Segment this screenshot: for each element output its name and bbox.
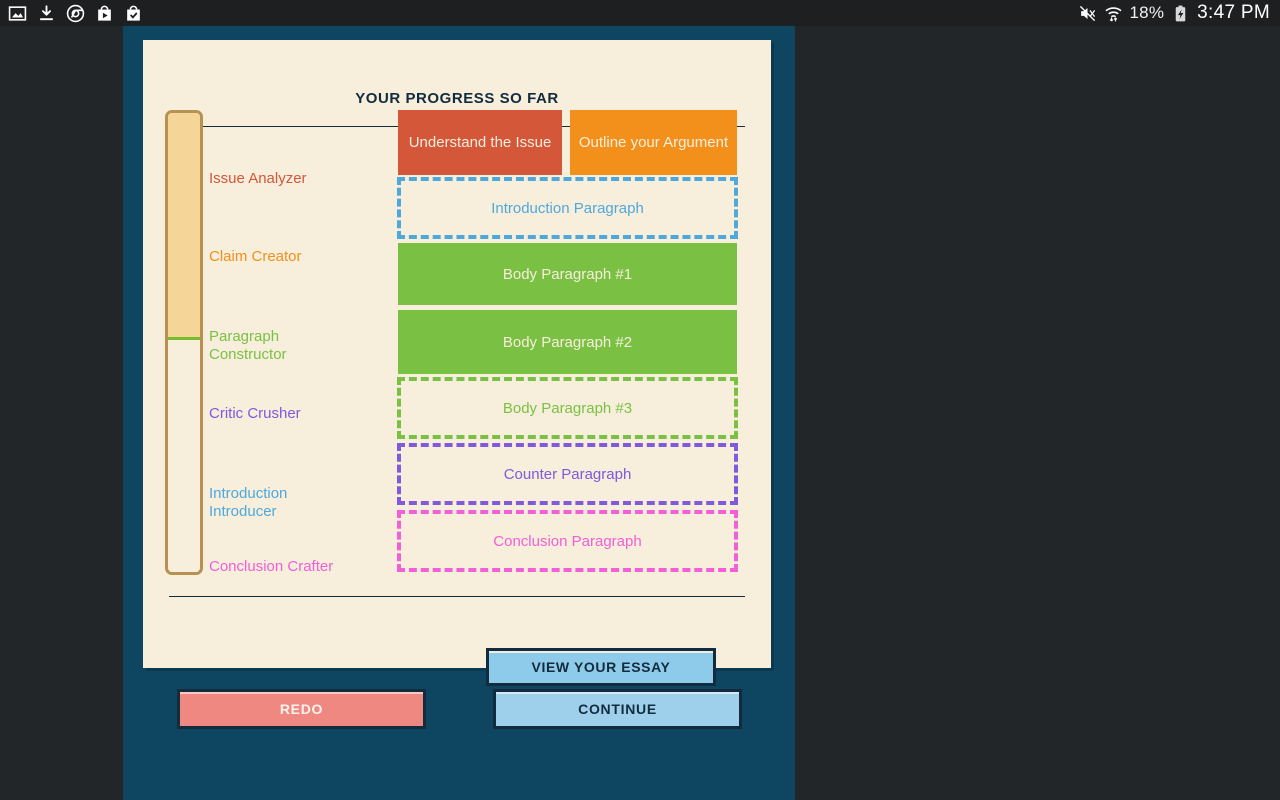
essay-block-1[interactable]: Outline your Argument [570,110,737,175]
stage-label-3: Critic Crusher [209,405,301,422]
status-bar-notification-icons [0,4,143,23]
right-backdrop [795,26,1280,800]
essay-block-2[interactable]: Introduction Paragraph [397,177,738,239]
essay-block-6[interactable]: Counter Paragraph [397,443,738,505]
wifi-transfer-icon [1104,6,1122,21]
page-title: YOUR PROGRESS SO FAR [355,90,559,107]
essay-block-3[interactable]: Body Paragraph #1 [398,243,737,305]
status-bar-system-icons: 18% 3:47 PM [1078,2,1280,24]
play-store-check-icon [127,5,140,21]
stage-label-5: Conclusion Crafter [209,558,334,575]
stage-label-2: Paragraph Constructor [209,328,287,363]
clock-label: 3:47 PM [1197,2,1270,23]
image-icon [8,5,27,21]
download-icon [40,4,53,20]
battery-percent-label: 18% [1129,3,1165,22]
stage-label-4: Introduction Introducer [209,485,288,520]
redo-button[interactable]: REDO [177,689,426,729]
view-essay-button[interactable]: VIEW YOUR ESSAY [486,648,716,686]
vertical-progress-track [165,110,203,575]
play-store-icon [98,5,111,21]
stage-label-1: Claim Creator [209,248,302,265]
stage-label-0: Issue Analyzer [209,170,307,187]
essay-block-4[interactable]: Body Paragraph #2 [398,310,737,374]
essay-block-7[interactable]: Conclusion Paragraph [397,510,738,572]
battery-charging-icon [1175,5,1186,21]
left-backdrop [0,26,123,800]
progress-fill [168,113,200,341]
essay-block-0[interactable]: Understand the Issue [398,110,562,175]
continue-button[interactable]: CONTINUE [493,689,742,729]
volume-mute-icon [1079,5,1095,21]
android-status-bar: 18% 3:47 PM [0,0,1280,26]
divider-bottom [169,596,745,597]
essay-block-5[interactable]: Body Paragraph #3 [397,377,738,439]
chrome-icon [66,4,85,22]
